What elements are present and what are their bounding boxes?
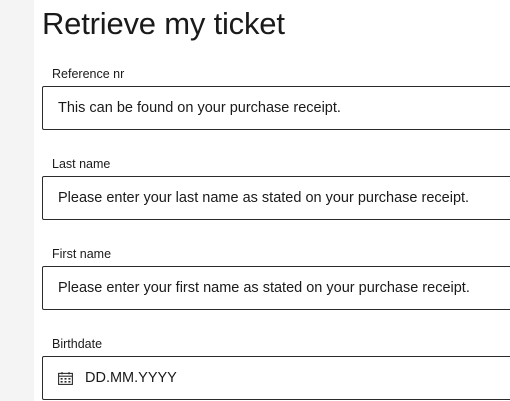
first-name-input-box[interactable] bbox=[42, 266, 510, 310]
last-name-input-box[interactable] bbox=[42, 176, 510, 220]
birthdate-label: Birthdate bbox=[52, 337, 103, 351]
reference-label: Reference nr bbox=[52, 67, 125, 81]
last-name-input[interactable] bbox=[43, 177, 510, 219]
reference-input-box[interactable] bbox=[42, 86, 510, 130]
first-name-input[interactable] bbox=[43, 267, 510, 309]
page-title: Retrieve my ticket bbox=[42, 6, 285, 41]
reference-input[interactable] bbox=[43, 87, 510, 129]
birthdate-input[interactable] bbox=[43, 357, 510, 399]
last-name-label: Last name bbox=[52, 157, 111, 171]
birthdate-input-box[interactable] bbox=[42, 356, 510, 400]
first-name-label: First name bbox=[52, 247, 112, 261]
left-gutter bbox=[0, 0, 34, 401]
